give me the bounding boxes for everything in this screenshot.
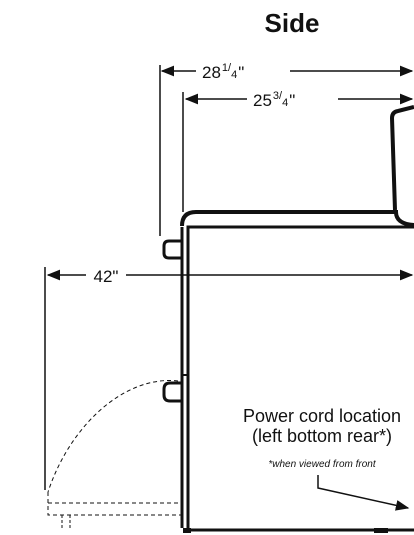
power-cord-leader-arrow (317, 475, 410, 511)
power-cord-label-line1: Power cord location (243, 406, 401, 426)
open-door-outline (47, 492, 182, 516)
overall-depth-label: 281/4" (202, 62, 244, 82)
rear-foot (374, 528, 388, 533)
view-title: Side (265, 8, 320, 38)
open-door-handle (61, 515, 71, 530)
upper-handle (162, 239, 182, 260)
door-swing-arc (47, 380, 179, 493)
cooktop-outline (180, 210, 414, 227)
body-depth-label: 253/4" (253, 90, 295, 110)
backguard-outline (389, 105, 414, 211)
power-cord-label-line2: (left bottom rear*) (252, 426, 392, 446)
power-cord-note: *when viewed from front (268, 459, 376, 470)
range-body-outline (186, 225, 414, 532)
lower-door-handle (162, 381, 182, 403)
door-open-depth-label: 42" (94, 267, 119, 286)
front-foot (183, 528, 191, 533)
